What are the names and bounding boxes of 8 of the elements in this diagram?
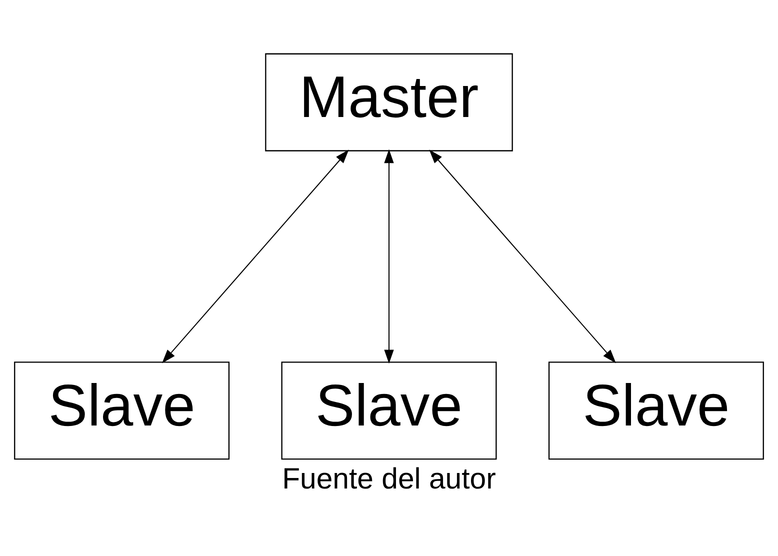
arrow — [429, 149, 616, 363]
caption: Fuente del autor — [282, 462, 496, 495]
arrow — [162, 149, 349, 363]
node-box: Slave — [548, 361, 764, 460]
arrow — [384, 148, 394, 364]
node-box: Slave — [281, 361, 497, 460]
node-box: Master — [265, 52, 513, 151]
node-box: Slave — [14, 361, 230, 460]
